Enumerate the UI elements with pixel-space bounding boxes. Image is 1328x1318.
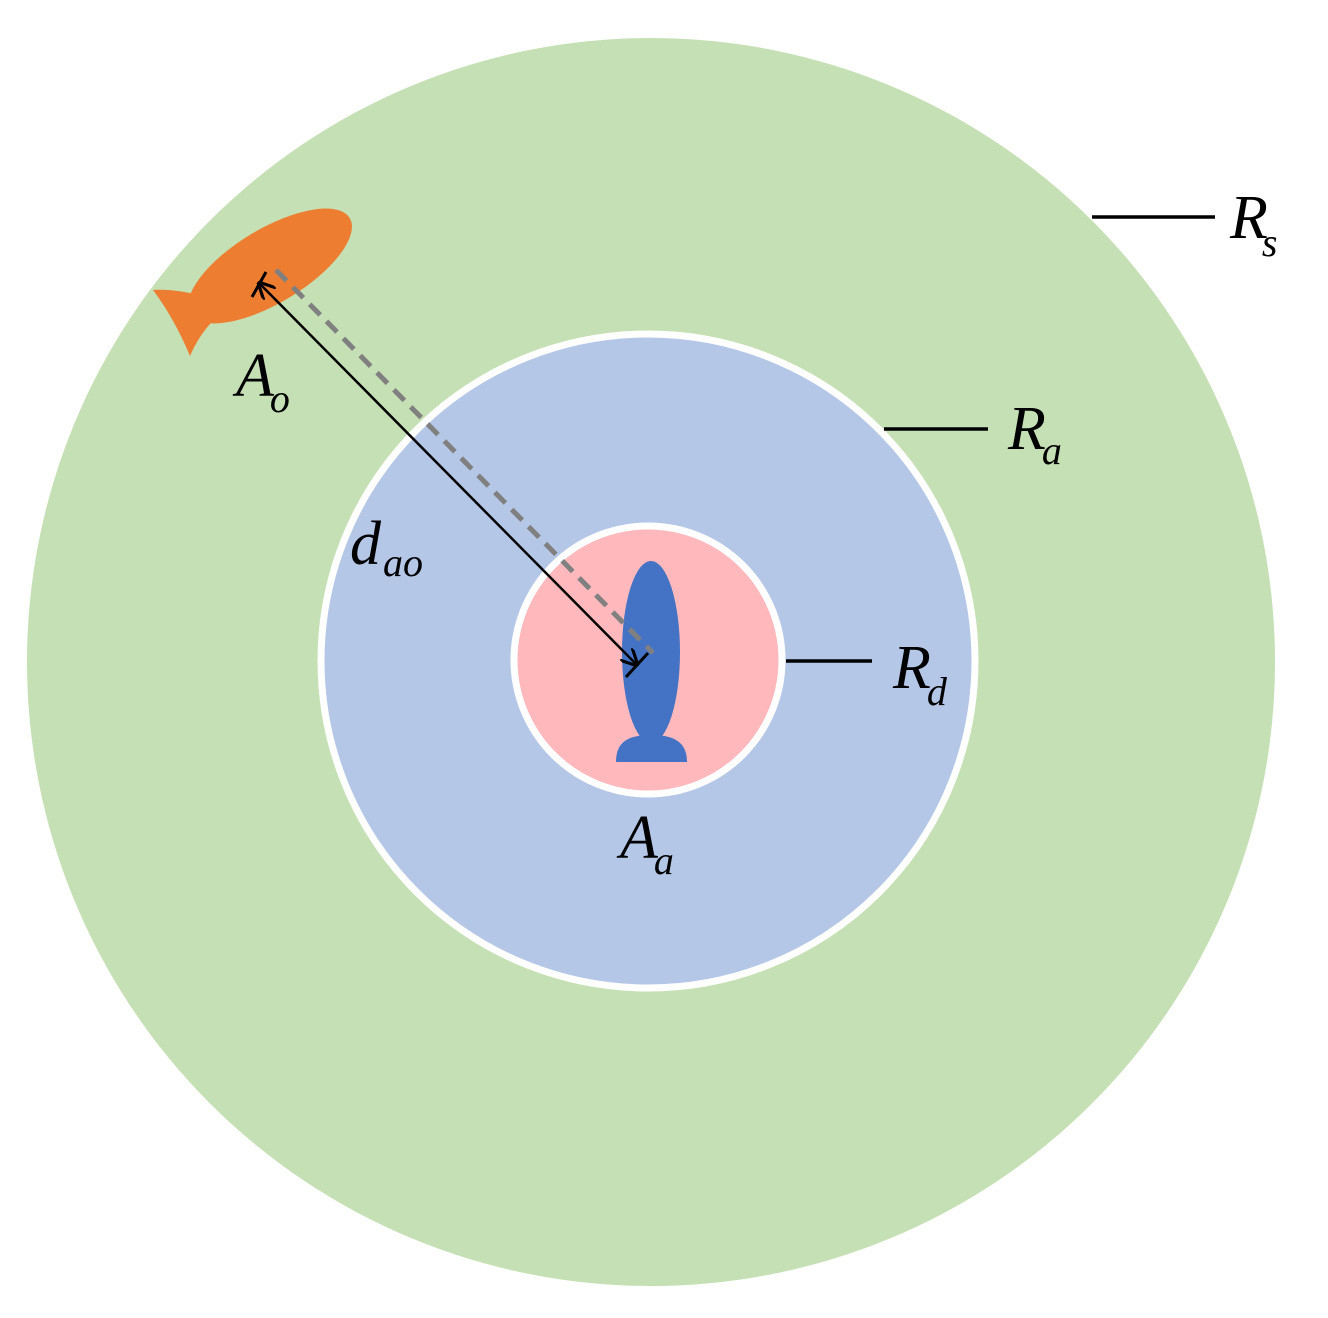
label-dao: dao — [350, 510, 423, 585]
fish-icon — [153, 208, 352, 356]
label-ao: Ao — [232, 342, 290, 421]
distance-arrow — [259, 283, 637, 665]
label-ra: Ra — [1007, 395, 1062, 473]
label-rs: Rs — [1229, 184, 1277, 265]
distance-arrow-end-tick-end — [624, 651, 650, 679]
label-aa: Aa — [616, 804, 674, 883]
label-rd: Rd — [892, 634, 948, 714]
distance-arrow-end-tick-start — [250, 271, 268, 298]
